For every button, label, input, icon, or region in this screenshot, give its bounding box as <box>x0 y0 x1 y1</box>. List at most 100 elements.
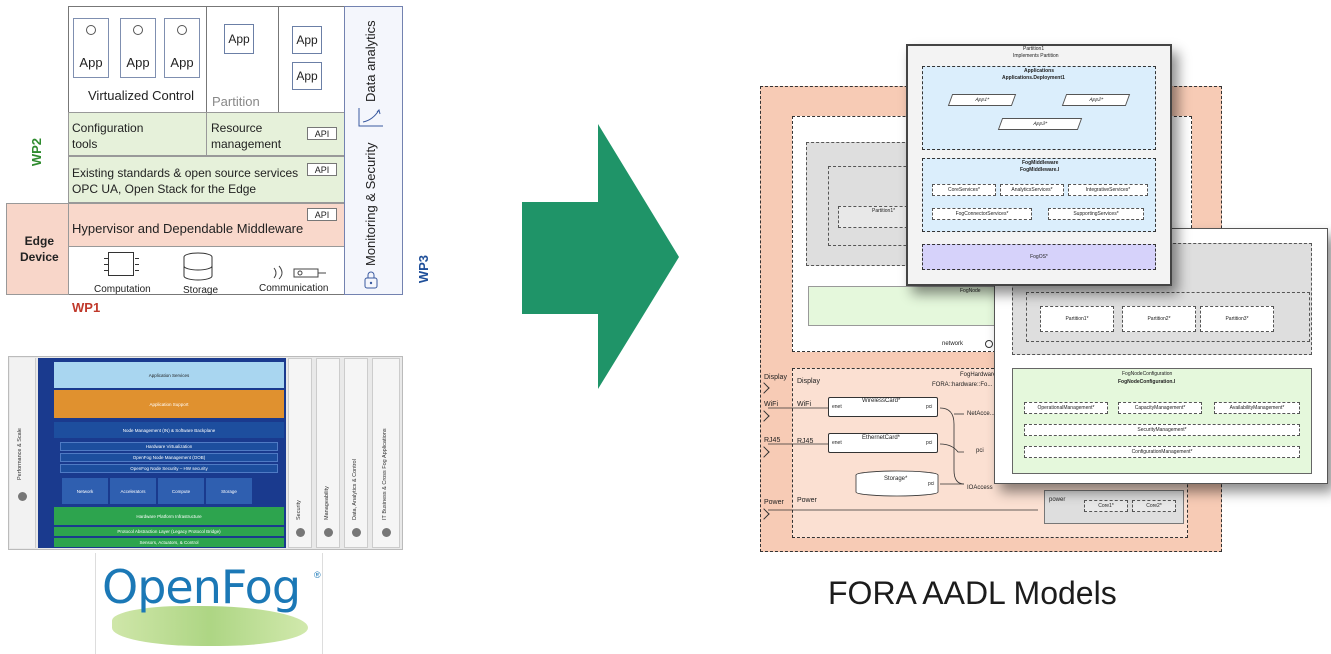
network-label: network <box>942 341 964 347</box>
side-column <box>344 6 403 295</box>
openfog-hw-block: Network <box>62 478 108 504</box>
config-sub: FogNodeConfiguration.I <box>1118 379 1176 385</box>
openfog-side-label: Security <box>296 500 302 520</box>
hypervisor-band <box>68 203 345 247</box>
aadl-connections <box>768 407 1038 511</box>
app-column: App <box>164 18 200 78</box>
middleware-sub: FogMiddleware.I <box>1020 167 1060 173</box>
hardware-label: FogHardware <box>960 372 997 378</box>
app-status-icon <box>133 25 143 35</box>
divider-vertical <box>278 6 279 112</box>
virtualized-control-label: Virtualized Control <box>88 88 194 103</box>
aadl-config-partitions-inner <box>1026 292 1310 342</box>
service-pill: IntegrativeServices* <box>1068 184 1148 196</box>
app-status-icon <box>177 25 187 35</box>
lock-icon <box>364 271 378 289</box>
middleware-label: FogMiddleware <box>1022 160 1059 166</box>
hypervisor-label: Hypervisor and Dependable Middleware <box>72 221 304 236</box>
app-label: App <box>126 55 150 70</box>
openfog-layer: Protocol Abstraction Layer (Legacy Proto… <box>54 527 284 536</box>
business-icon <box>382 528 391 537</box>
partition-title: Partition1 <box>1023 46 1045 52</box>
partition-pill: Partition3* <box>1200 306 1274 332</box>
openfog-side-column <box>316 358 340 548</box>
standards-band <box>68 156 345 203</box>
right-app: App <box>292 62 322 90</box>
storage-cylinder-icon <box>855 470 939 497</box>
system-port-label: Display <box>764 374 787 381</box>
openfog-hw-block: Compute <box>158 478 204 504</box>
resource-management: Resource management <box>211 121 282 151</box>
hardware-card <box>828 433 938 453</box>
security-icon <box>296 528 305 537</box>
logo-swoosh <box>112 606 308 646</box>
data-analytics-label: Data analytics <box>363 20 378 102</box>
hardware-port-label: Display <box>797 378 820 385</box>
storage-cylinder-icon <box>183 252 213 281</box>
computation-label: Computation <box>94 284 151 295</box>
performance-scale-label: Performance & Scale <box>17 428 23 480</box>
opc-ua: OPC UA, Open Stack for the Edge <box>72 182 257 196</box>
app-column: App <box>73 18 109 78</box>
hardware-port-label: Power <box>797 497 817 504</box>
performance-icon <box>18 492 27 501</box>
communication-icon <box>273 265 326 280</box>
openfog-layer: Hardware Virtualization <box>60 442 278 451</box>
config-item: SecurityManagement* <box>1024 424 1300 436</box>
hardware-port-label: RJ45 <box>797 438 814 445</box>
config-item: ConfigurationManagement* <box>1024 446 1300 458</box>
openfog-side-label: Data, Analytics & Control <box>352 459 358 520</box>
transform-arrow <box>522 124 679 389</box>
api-badge: API <box>307 163 337 176</box>
partition-inner-label: Partition1* <box>872 208 896 214</box>
aadl-caption: FORA AADL Models <box>828 575 1117 611</box>
openfog-layer: Application Services <box>54 362 284 388</box>
existing-standards: Existing standards & open source service… <box>72 166 299 180</box>
storage-label: Storage <box>183 285 219 296</box>
service-pill: AnalyticsServices* <box>1000 184 1064 196</box>
config-item: OperationalManagement* <box>1024 402 1108 414</box>
registered-mark: ® <box>314 570 321 580</box>
api-badge: API <box>307 208 337 221</box>
core-pill: Core1* <box>1084 500 1128 512</box>
core-pill: Core2* <box>1132 500 1176 512</box>
card-port: pci <box>926 404 933 410</box>
card-port: enet <box>832 404 842 410</box>
openfog-layer: Sensors, Actuators, & Control <box>54 538 284 547</box>
openfog-layer: Application Support <box>54 390 284 418</box>
openfog-logo-text: OpenFog <box>102 560 301 614</box>
openfog-side-column <box>372 358 400 548</box>
hardware-sub-label: FORA::hardware::Fo... <box>932 382 993 388</box>
edge-device-label: Edge Device <box>20 234 59 264</box>
applications-label: Applications <box>1024 68 1055 74</box>
card-port: enet <box>832 440 842 446</box>
openfog-layer: OpenFog Node Management (OOB) <box>60 453 278 462</box>
manageability-icon <box>324 528 333 537</box>
partition-app: App <box>224 24 254 54</box>
card-label: EthernetCard* <box>862 435 901 441</box>
net-access-label: NetAcce... <box>967 411 995 417</box>
wp2-label: WP2 <box>29 138 44 167</box>
right-app: App <box>292 26 322 54</box>
openfog-layer: OpenFog Node Security – HW security <box>60 464 278 473</box>
network-port <box>985 340 993 348</box>
openfog-layer: Hardware Platform Infrastructure <box>54 507 284 525</box>
partition-label: Partition <box>212 94 260 109</box>
system-port-label: RJ45 <box>764 437 781 444</box>
config-item: AvailabilityManagement* <box>1214 402 1300 414</box>
config-title: FogNodeConfiguration <box>1122 371 1173 377</box>
power-port-label: power <box>1049 497 1066 503</box>
card-port: pci <box>926 440 933 446</box>
card-port: pci <box>928 481 935 487</box>
cpu-chip-icon <box>104 252 139 276</box>
app-status-icon <box>86 25 96 35</box>
openfog-side-column <box>344 358 368 548</box>
service-pill: CoreServices* <box>932 184 996 196</box>
openfog-hw-block: Accelerators <box>110 478 156 504</box>
io-access-label: IOAccess <box>967 485 993 491</box>
config-item: CapacityManagement* <box>1118 402 1202 414</box>
openfog-hw-block: Storage <box>206 478 252 504</box>
communication-label: Communication <box>259 283 329 294</box>
service-pill: FogConnectorServices* <box>932 208 1032 220</box>
openfog-left-column <box>10 358 36 548</box>
